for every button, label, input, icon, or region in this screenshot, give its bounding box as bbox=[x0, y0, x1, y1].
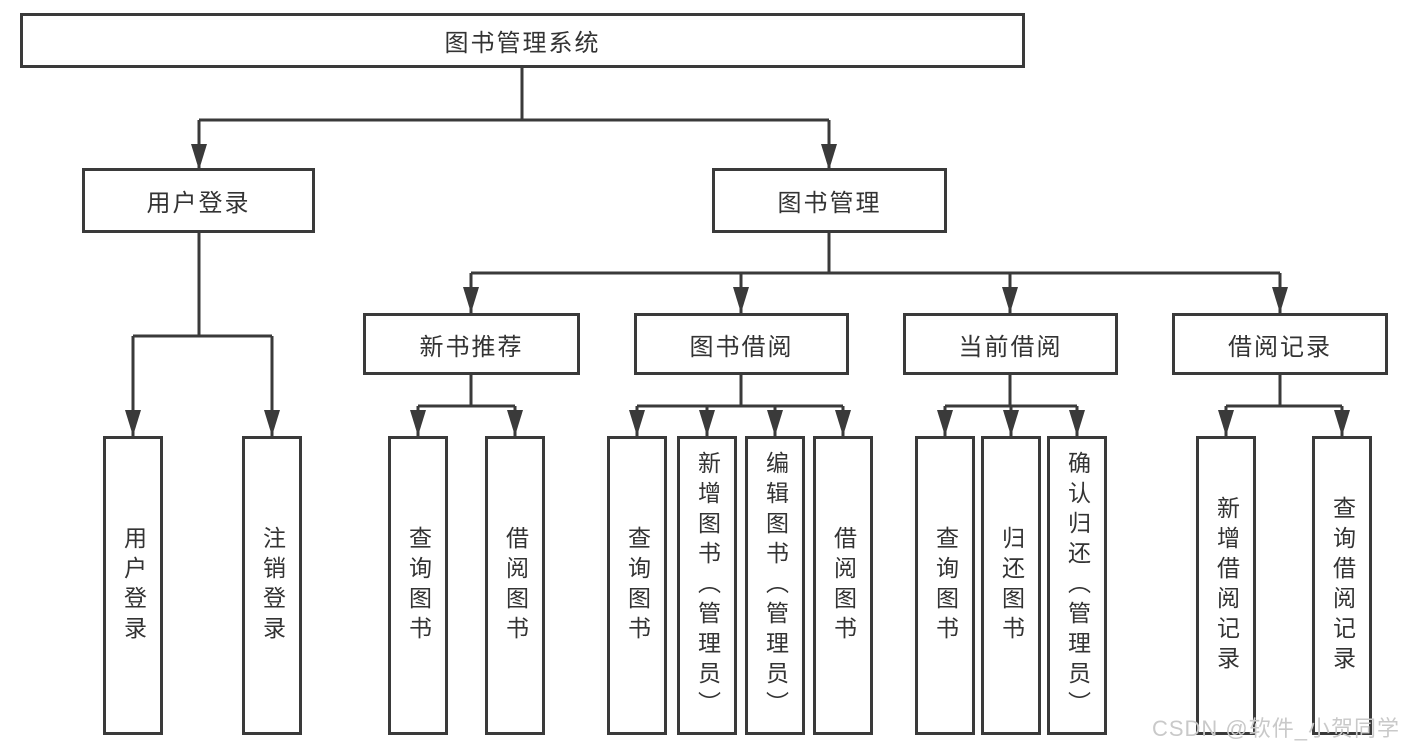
leaf-query-books-recommend: 查询图书 bbox=[388, 436, 448, 735]
leaf-confirm-return-admin: 确认归还（管理员） bbox=[1047, 436, 1107, 735]
leaf-edit-books-admin: 编辑图书（管理员） bbox=[745, 436, 805, 735]
leaf-query-borrow-record: 查询借阅记录 bbox=[1312, 436, 1372, 735]
leaf-query-books-borrow: 查询图书 bbox=[607, 436, 667, 735]
node-borrow-records: 借阅记录 bbox=[1172, 313, 1388, 375]
leaf-borrow-books: 借阅图书 bbox=[813, 436, 873, 735]
leaf-query-books-current: 查询图书 bbox=[915, 436, 975, 735]
csdn-watermark: CSDN @软件_小贺同学 bbox=[1151, 716, 1400, 741]
node-library-management-system: 图书管理系统 bbox=[20, 13, 1025, 68]
node-book-borrowing: 图书借阅 bbox=[634, 313, 849, 375]
node-book-management: 图书管理 bbox=[712, 168, 947, 233]
node-new-book-recommend: 新书推荐 bbox=[363, 313, 580, 375]
leaf-user-login: 用户登录 bbox=[103, 436, 163, 735]
leaf-return-books: 归还图书 bbox=[981, 436, 1041, 735]
leaf-logout: 注销登录 bbox=[242, 436, 302, 735]
arrowhead-icons bbox=[125, 144, 1350, 436]
node-current-borrowing: 当前借阅 bbox=[903, 313, 1118, 375]
leaf-borrow-books-recommend: 借阅图书 bbox=[485, 436, 545, 735]
leaf-add-books-admin: 新增图书（管理员） bbox=[677, 436, 737, 735]
node-user-login: 用户登录 bbox=[82, 168, 315, 233]
leaf-add-borrow-record: 新增借阅记录 bbox=[1196, 436, 1256, 735]
